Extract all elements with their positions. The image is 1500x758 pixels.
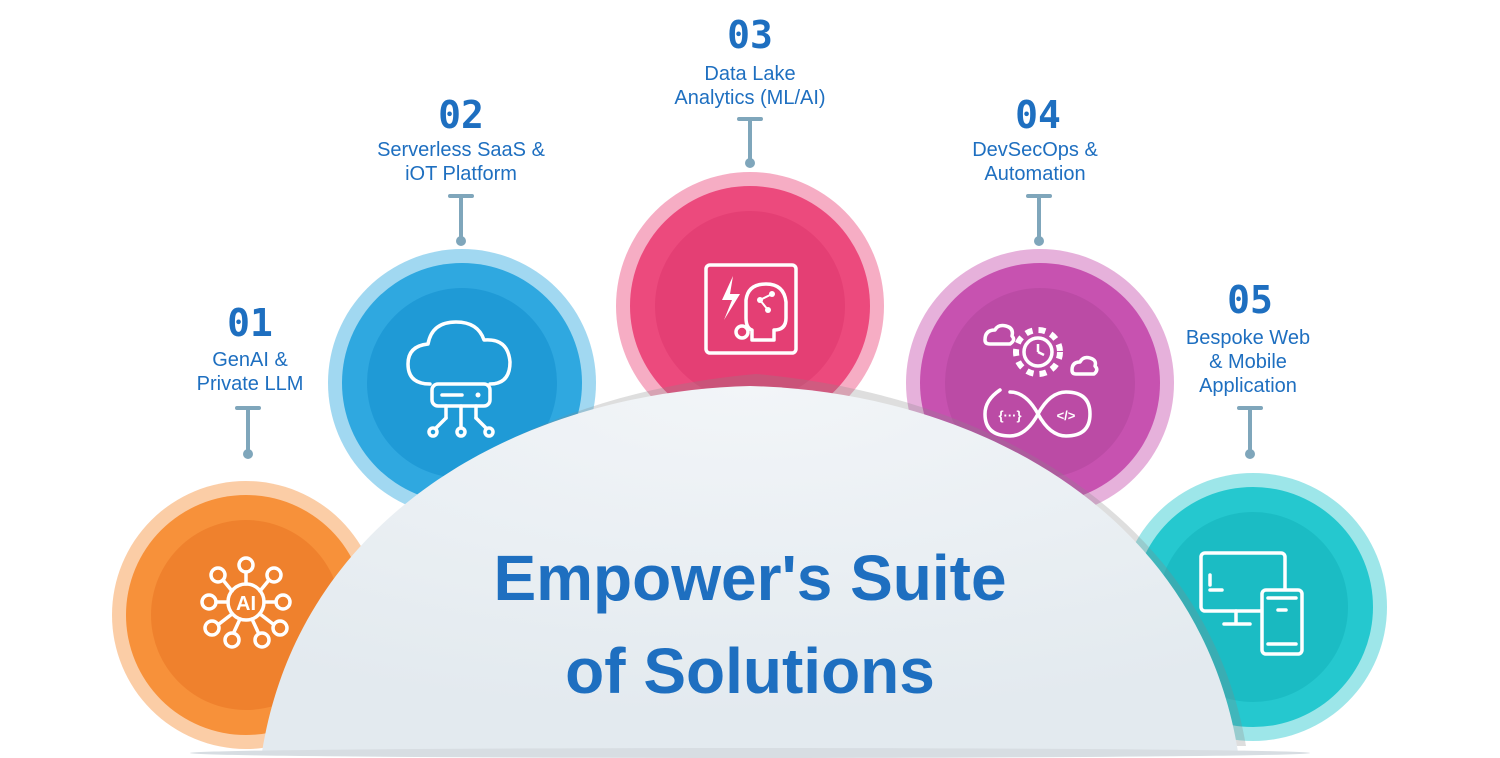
devops-left-text: {···} <box>998 408 1021 423</box>
item-label-line2: Analytics (ML/AI) <box>674 87 825 109</box>
connector-pin <box>737 117 763 168</box>
item-number: 04 <box>1015 93 1061 137</box>
title-line1: Empower's Suite <box>493 542 1006 614</box>
item-number: 05 <box>1227 278 1273 322</box>
ai-brain-icon <box>704 263 798 355</box>
connector-pin <box>235 406 261 459</box>
devops-right-text: </> <box>1057 408 1076 423</box>
item-label-line1: Data Lake <box>704 63 795 85</box>
item-label-line1: Serverless SaaS & <box>377 139 546 161</box>
ai-network-icon: AI <box>200 556 292 649</box>
solution-item-05: 05 Bespoke Web & Mobile Application <box>1119 278 1387 741</box>
connector-pin <box>1026 194 1052 246</box>
devops-cycle-icon: {···} </> <box>983 323 1099 438</box>
connector-pin <box>448 194 474 246</box>
item-number: 03 <box>727 13 773 57</box>
item-label-line2: Private LLM <box>197 373 304 395</box>
connector-pin <box>1237 406 1263 459</box>
item-label-line2: & Mobile <box>1209 351 1287 373</box>
item-label-line3: Application <box>1199 375 1297 397</box>
solution-item-03: 03 Data Lake Analytics (ML/AI) <box>616 13 884 440</box>
ai-icon-text: AI <box>236 593 256 615</box>
item-number: 02 <box>438 93 484 137</box>
item-label-line1: Bespoke Web <box>1186 327 1310 349</box>
central-dome: Empower's Suite of Solutions <box>190 374 1310 758</box>
devices-icon <box>1199 551 1304 656</box>
cloud-server-icon <box>406 320 512 438</box>
title-line2: of Solutions <box>565 635 935 707</box>
item-label-line2: iOT Platform <box>405 163 517 185</box>
item-label-line2: Automation <box>984 163 1085 185</box>
item-label-line1: DevSecOps & <box>972 139 1098 161</box>
item-number: 01 <box>227 301 273 345</box>
item-label-line1: GenAI & <box>212 349 288 371</box>
